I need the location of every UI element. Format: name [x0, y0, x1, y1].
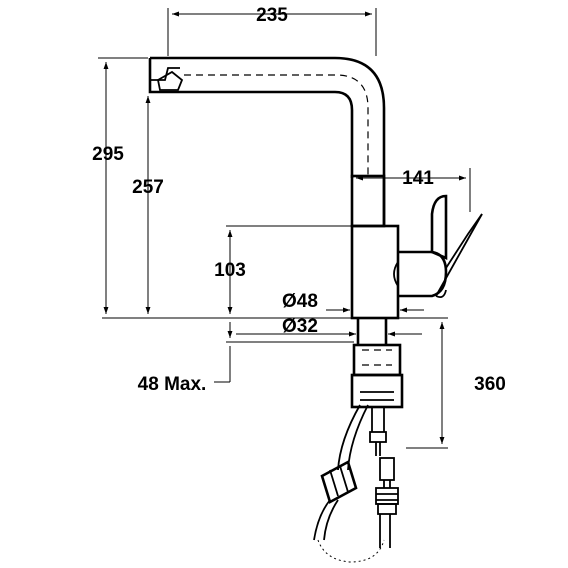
supply-hoses: [313, 404, 399, 563]
label-257: 257: [132, 177, 164, 198]
aerator-nozzle: [156, 70, 184, 91]
label-d48: Ø48: [282, 291, 318, 312]
label-295: 295: [92, 144, 124, 165]
label-235: 235: [256, 5, 288, 26]
dimension-hose-length: 360: [406, 322, 506, 449]
label-360: 360: [474, 374, 506, 395]
dimension-total-height: 295: [92, 57, 148, 314]
dimension-shank-diameter: Ø32: [236, 316, 422, 337]
dimension-max-thickness: 48 Max.: [138, 322, 354, 395]
shank: [350, 318, 404, 432]
hose-weight: [320, 460, 358, 504]
label-d32: Ø32: [282, 316, 318, 337]
dimension-width: 235: [167, 5, 377, 56]
label-103: 103: [214, 260, 246, 281]
faucet-body: [148, 56, 483, 320]
lever-handle: [430, 194, 448, 260]
label-48-max: 48 Max.: [138, 374, 207, 395]
compression-fitting: [379, 457, 395, 481]
dimension-body-height: 103: [214, 225, 352, 314]
dimension-spout-height: 257: [132, 96, 164, 314]
dimension-body-diameter: Ø48: [282, 291, 424, 313]
dimension-handle-reach: 141: [356, 168, 471, 212]
label-141: 141: [402, 168, 434, 189]
